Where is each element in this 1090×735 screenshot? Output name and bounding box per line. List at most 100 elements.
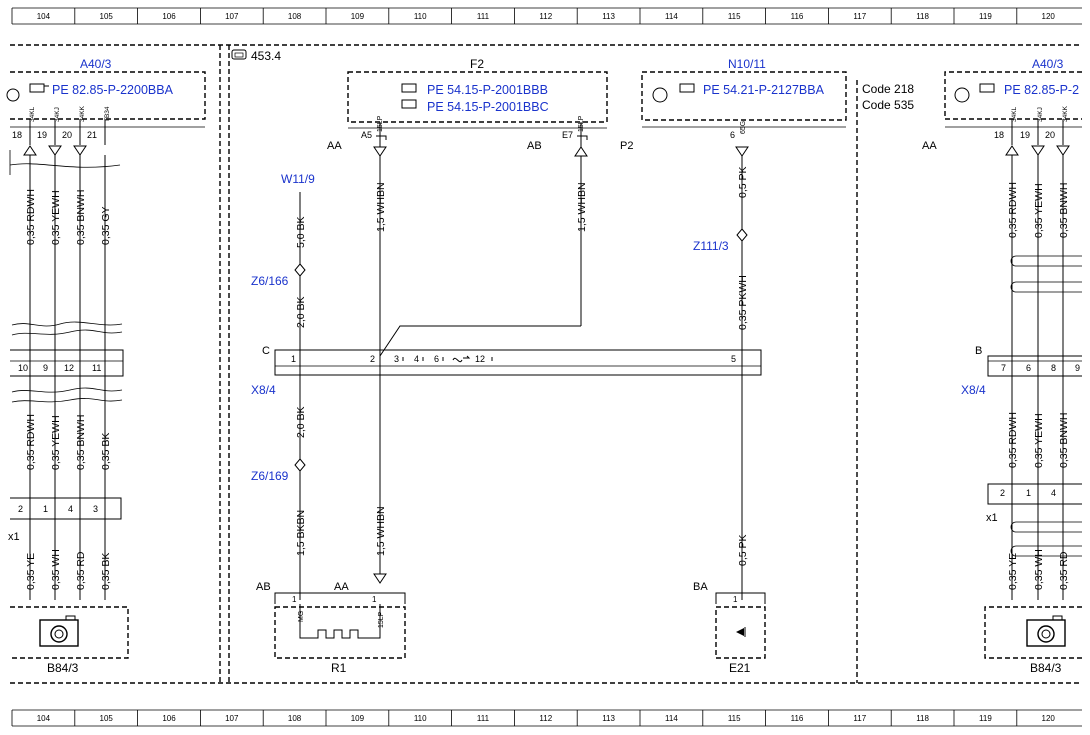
splice-z111-3: Z111/3 — [693, 239, 729, 253]
plug-left-pin: 2 — [18, 504, 23, 514]
a40-left-pin-tag: 34KJ — [54, 107, 61, 122]
ruler-top-cell: 104 — [37, 12, 51, 21]
component-r1: AB AA 1 1 MG 15LP R1 — [256, 581, 406, 675]
wire-label: 0,35 RDWH — [25, 189, 37, 245]
plug-left-pin: 3 — [93, 504, 98, 514]
a40-left-ref: PE 82.85-P-2200BBA — [52, 83, 174, 97]
ruler-bottom-cell: 108 — [288, 714, 302, 723]
ground-name: W11/9 — [281, 172, 315, 186]
camera-right: B84/3 — [984, 606, 1082, 675]
wire-label: 0,35 WH — [50, 549, 62, 590]
ruler-bottom-cell: 105 — [100, 714, 114, 723]
wire-label: 2,0 BK — [295, 296, 307, 328]
wire-label: 0,35 YEWH — [50, 415, 62, 470]
conn-right-pin: 8 — [1051, 363, 1056, 373]
conn-left-pin: 12 — [64, 363, 74, 373]
r1-pin-tag: MG — [298, 611, 305, 622]
ruler-bottom-cell: 104 — [37, 714, 51, 723]
ruler-bottom-cell: 118 — [916, 714, 929, 723]
plug-left-label: x1 — [8, 531, 20, 543]
wire-label: 0,35 BK — [100, 553, 112, 590]
wire-label: 0,35 YEWH — [1033, 183, 1045, 238]
conn-left-pin: 11 — [92, 363, 101, 373]
conn-x8-name: X8/4 — [251, 383, 276, 397]
ruler-bottom-cell: 109 — [351, 714, 365, 723]
ruler-bottom-cell: 111 — [477, 714, 490, 723]
page-reference: 453.4 — [231, 49, 281, 63]
a40-right-ref: PE 82.85-P-2 — [1004, 83, 1079, 97]
arrow-down-icon — [1031, 145, 1045, 156]
n10-ref: PE 54.21-P-2127BBA — [703, 83, 825, 97]
led-icon — [736, 627, 746, 637]
conn-right-name: X8/4 — [961, 383, 986, 397]
wire-label: 1,5 BKBN — [295, 510, 307, 556]
connector-x8: C X8/4 1 2 3 4 6 12 5 — [251, 345, 762, 397]
a40-right-pin-tag: 34KL — [1011, 106, 1018, 122]
a40-right-conn: AA — [922, 140, 937, 152]
f2-ref-2: PE 54.15-P-2001BBC — [427, 100, 549, 114]
a40-left-pin: 18 — [12, 130, 22, 140]
ruler-top-cell: 120 — [1042, 12, 1056, 21]
reference-hand-icon — [401, 83, 417, 109]
plug-right-pin: 2 — [1000, 488, 1005, 498]
plug-left-pin: 4 — [68, 504, 73, 514]
wire-label: 0,35 RD — [1058, 551, 1070, 590]
wire-label: 0,35 PKWH — [737, 275, 749, 330]
splice-z6-166: Z6/166 — [251, 274, 289, 288]
ruler-bottom-cell: 115 — [728, 714, 741, 723]
ruler-bottom-cell: 119 — [979, 714, 992, 723]
ruler-top-cell: 114 — [665, 12, 678, 21]
ruler-top-cell: 105 — [100, 12, 114, 21]
conn-right-pin: 9 — [1075, 363, 1080, 373]
conn-right-letter: B — [975, 345, 982, 357]
e21-conn: BA — [693, 581, 708, 593]
ruler-bottom-cell: 107 — [225, 714, 239, 723]
conn-x8-letter: C — [262, 345, 270, 357]
wire-label: 0,35 WH — [1033, 549, 1045, 590]
code-218: Code 218 — [862, 82, 914, 96]
wire-label: 0,35 BNWH — [75, 190, 87, 245]
splice-z6-169: Z6/169 — [251, 469, 289, 483]
wire-label: 0,35 BNWH — [1058, 413, 1070, 468]
conn-left-pin: 9 — [43, 363, 48, 373]
ruler-top-cell: 119 — [979, 12, 992, 21]
ruler-bottom-cell: 112 — [539, 714, 552, 723]
ruler-top-cell: 112 — [539, 12, 552, 21]
ruler-top-cell: 107 — [225, 12, 239, 21]
n10-conn: P2 — [620, 140, 633, 152]
wire-label: 0,35 GY — [100, 206, 112, 245]
component-e21: BA 1 E21 — [693, 581, 766, 675]
a40-right-pin: 18 — [994, 130, 1004, 140]
ruler-bottom-cell: 113 — [602, 714, 615, 723]
camera-icon — [39, 615, 79, 647]
a40-left-pin: 19 — [37, 130, 47, 140]
transistor-icon — [954, 87, 970, 103]
ruler-bottom-cell: 114 — [665, 714, 678, 723]
wire-label: 0,5 PK — [737, 534, 749, 566]
wire-label: 1,5 WHBN — [576, 182, 588, 232]
ruler-bottom-cell: 120 — [1042, 714, 1056, 723]
a40-left-name: A40/3 — [80, 57, 112, 71]
ruler-top-cell: 110 — [414, 12, 427, 21]
ruler-bottom-cell: 117 — [853, 714, 866, 723]
wire-label: 0,35 BK — [100, 433, 112, 470]
f2-conn-aa: AA — [327, 140, 342, 152]
ruler-top-cell: 111 — [477, 12, 490, 21]
wire-label: 0,35 YE — [25, 553, 37, 590]
ruler-top-cell: 117 — [853, 12, 866, 21]
ruler-top-cell: 109 — [351, 12, 365, 21]
wire-label: 2,0 BK — [295, 406, 307, 438]
ruler-top-cell: 106 — [162, 12, 176, 21]
wire-label: 0,35 BNWH — [75, 415, 87, 470]
r1-name: R1 — [331, 661, 347, 675]
ruler-top-cell: 115 — [728, 12, 741, 21]
ruler-top-cell: 113 — [602, 12, 615, 21]
